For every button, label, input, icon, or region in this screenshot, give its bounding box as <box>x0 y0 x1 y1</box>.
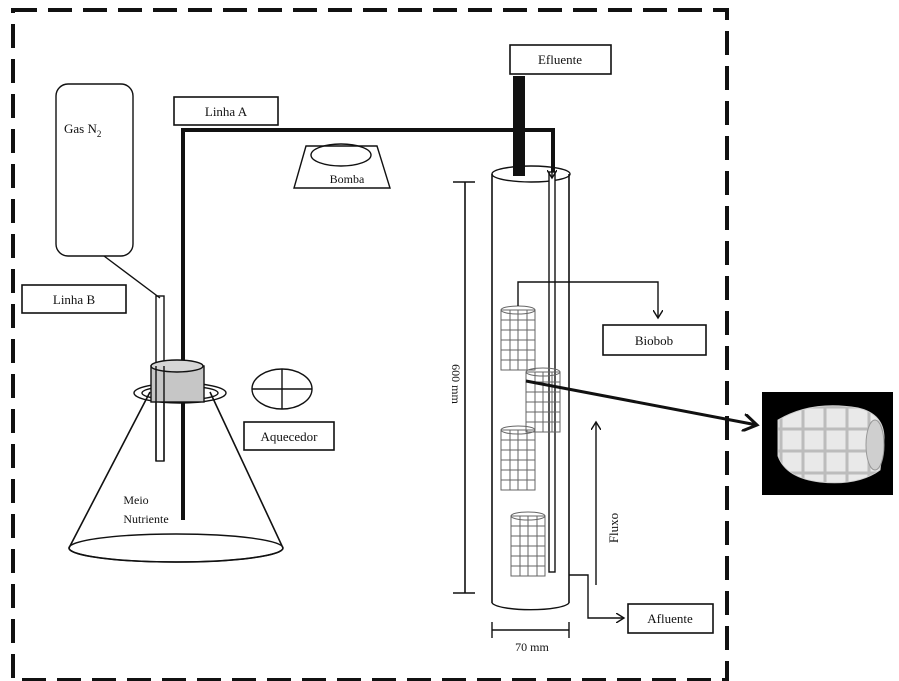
flask-label-line2: Nutriente <box>123 512 168 526</box>
flask-base <box>69 534 283 562</box>
heater-label: Aquecedor <box>260 429 318 444</box>
height-label: 600 mm <box>449 364 463 404</box>
diameter-label: 70 mm <box>515 640 549 654</box>
linha-a-horizontal <box>181 130 553 172</box>
effluent-pipe <box>513 76 525 176</box>
biobob-pointer <box>518 282 658 318</box>
stopper-top <box>151 360 203 372</box>
linha-b-label: Linha B <box>53 292 96 307</box>
reactor-bottom <box>492 603 569 610</box>
gas-cylinder <box>56 84 133 256</box>
biobob-carrier-1 <box>501 306 535 370</box>
linha-a-label: Linha A <box>205 104 248 119</box>
pump-label: Bomba <box>330 172 365 186</box>
biobob-label: Biobob <box>635 333 673 348</box>
afluente-label: Afluente <box>647 611 693 626</box>
photo-pointer-arrow <box>526 381 757 425</box>
flow-label: Fluxo <box>606 513 621 543</box>
biobob-carrier-4 <box>511 512 545 576</box>
biobob-photo <box>762 392 893 495</box>
gas-label: Gas N2 <box>64 121 101 139</box>
effluent-label: Efluente <box>538 52 582 67</box>
flask-body <box>69 392 283 562</box>
biobob-carrier-3 <box>501 426 535 490</box>
flask-label-line1: Meio <box>123 493 148 507</box>
reactor-top <box>492 166 570 182</box>
pump-rotor <box>311 144 371 166</box>
